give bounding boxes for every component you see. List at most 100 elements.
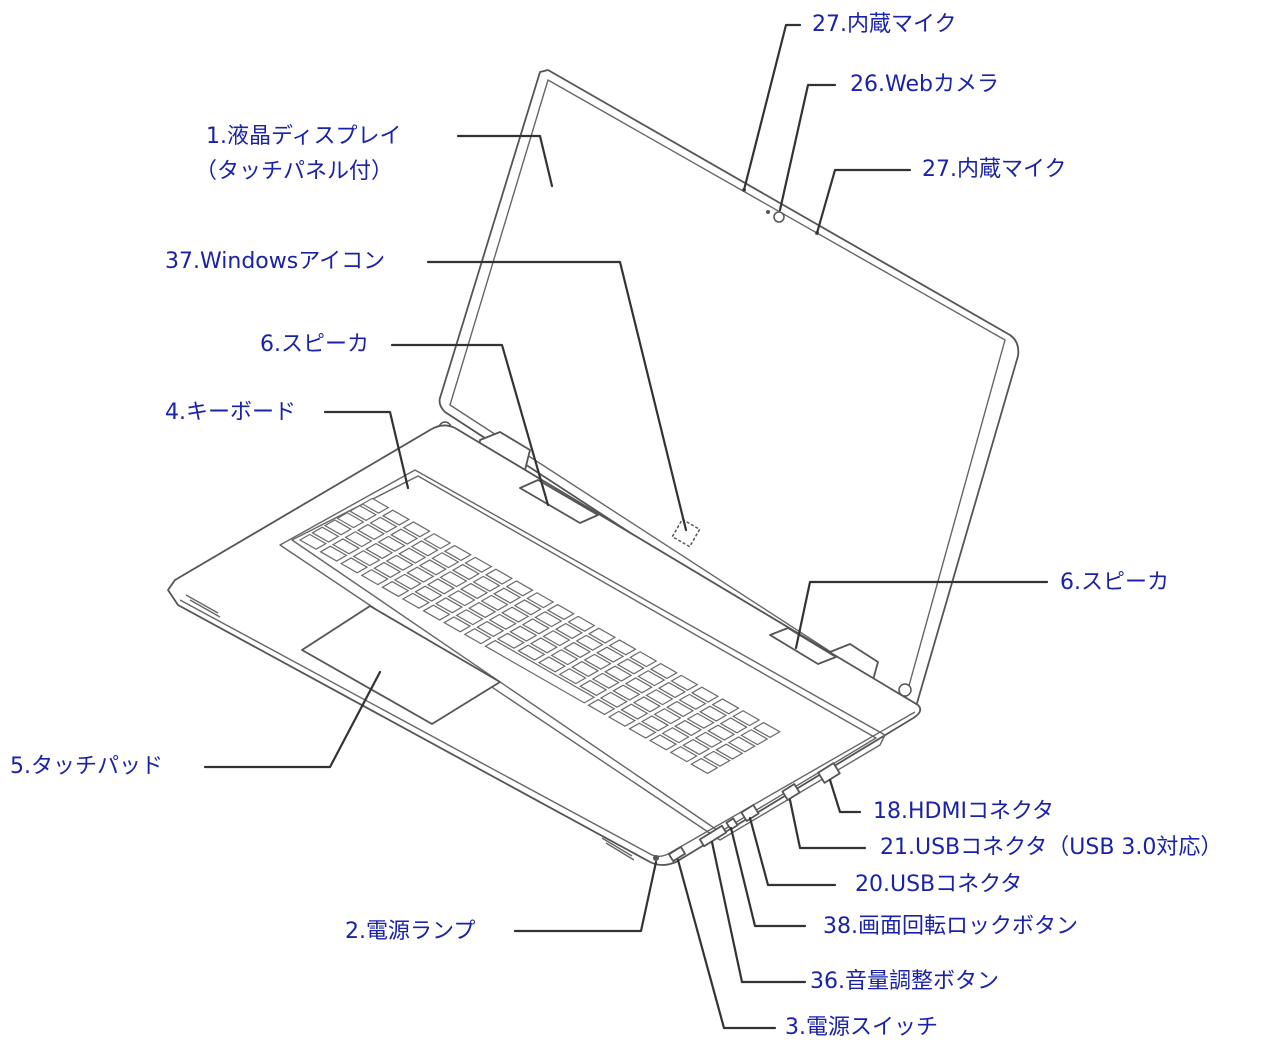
label-power-lamp: 2.電源ランプ: [345, 919, 476, 944]
keyboard-key: [534, 611, 563, 628]
keyboard-key: [467, 601, 497, 619]
keyboard-key: [505, 580, 534, 597]
keyboard-key: [331, 538, 361, 555]
leader-speaker-right: [794, 580, 1049, 650]
label-lcd-line1: 1.液晶ディスプレイ: [206, 124, 402, 149]
keyboard-key: [670, 674, 699, 691]
keyboard-key: [640, 715, 670, 732]
keyboard-key: [554, 622, 584, 640]
keyboard-key: [410, 540, 439, 557]
leader-hdmi: [828, 778, 862, 814]
keyboard-key: [694, 731, 723, 748]
keyboard-key: [542, 630, 571, 647]
keyboard-key: [686, 712, 715, 729]
keyboard-key: [558, 668, 587, 685]
label-touchpad: 5.タッチパッド: [10, 754, 163, 779]
leader-power-switch: [676, 858, 777, 1030]
leader-webcam: [778, 83, 837, 212]
keyboard-key: [513, 599, 542, 616]
keyboard-key: [344, 531, 373, 548]
keyboard-key: [599, 691, 628, 708]
keyboard-key: [690, 757, 719, 775]
keyboard-key: [348, 504, 378, 522]
label-power-switch: 3.電源スイッチ: [785, 1015, 938, 1040]
keyboard-key: [719, 717, 748, 734]
keyboard-key: [356, 523, 386, 541]
touchpad: [301, 605, 501, 725]
keyboard-key: [373, 561, 402, 579]
keyboard-key: [732, 710, 761, 727]
keyboard-key: [484, 568, 514, 585]
keyboard-key: [434, 597, 464, 614]
keyboard-key: [463, 628, 492, 645]
keyboard-key: [682, 738, 711, 756]
keyboard-key: [385, 554, 414, 571]
side-ports: [653, 762, 841, 863]
keyboard-key: [591, 672, 620, 689]
keyboard-key: [624, 677, 653, 694]
keyboard-key: [464, 556, 493, 573]
label-usb: 20.USBコネクタ: [855, 872, 1023, 897]
label-volume: 36.音量調整ボタン: [810, 969, 999, 994]
keyboard-key: [653, 708, 682, 725]
keyboard-key: [648, 734, 678, 751]
leader-usb: [748, 816, 837, 887]
keyboard-key: [587, 698, 616, 716]
keyboard-key: [645, 689, 674, 706]
keyboard-key: [389, 528, 419, 545]
leader-windows-icon: [426, 260, 688, 532]
keyboard-key: [451, 563, 481, 581]
keyboard-key: [377, 535, 406, 552]
keyboard-key: [690, 686, 720, 703]
label-keyboard: 4.キーボード: [165, 400, 296, 425]
keyboard-key: [501, 606, 530, 623]
keyboard-key: [562, 641, 592, 659]
keyboard-key: [657, 681, 687, 699]
label-mic-left: 27.内蔵マイク: [812, 12, 957, 37]
keyboard-key: [381, 580, 410, 598]
keyboard-key: [472, 575, 501, 592]
keyboard-key: [364, 542, 394, 560]
keyboard-key: [361, 497, 390, 514]
windows-icon-mark: [671, 518, 701, 548]
leader-mic-left: [742, 23, 802, 192]
keyboard-key: [422, 604, 451, 621]
label-usb30: 21.USBコネクタ（USB 3.0対応）: [880, 835, 1223, 860]
keyboard-key: [311, 526, 340, 543]
keyboard-key: [752, 721, 781, 739]
keyboard-key: [632, 696, 662, 713]
keyboard-key: [426, 578, 456, 595]
keyboard-keys: [298, 497, 781, 775]
keyboard-key: [567, 615, 596, 632]
keyboard-key: [431, 552, 460, 569]
label-lcd-line2: （タッチパネル付）: [195, 159, 394, 184]
label-webcam: 26.Webカメラ: [850, 72, 999, 97]
keyboard-key: [418, 559, 447, 576]
label-mic-right: 27.内蔵マイク: [922, 157, 1067, 182]
keyboard-key: [604, 665, 633, 682]
leader-lines: [203, 23, 1049, 1030]
keyboard-spacebar: [484, 639, 596, 704]
webcam-dot: [766, 210, 770, 214]
keyboard-key: [575, 634, 604, 651]
keyboard-key: [711, 698, 740, 715]
keyboard-key: [398, 547, 427, 564]
keyboard-key: [414, 585, 443, 602]
keyboard-key: [459, 582, 489, 600]
keyboard-key: [423, 533, 452, 550]
leader-mic-right: [815, 168, 912, 235]
keyboard-key: [401, 592, 431, 609]
keyboard-key: [369, 516, 398, 533]
keyboard-key: [669, 746, 698, 763]
keyboard-key: [402, 521, 431, 538]
keyboard-key: [607, 710, 637, 727]
keyboard-key: [673, 719, 703, 737]
keyboard-key: [537, 656, 567, 673]
keyboard-key: [665, 700, 695, 718]
keyboard-key: [702, 750, 731, 767]
label-speaker-right: 6.スピーカ: [1060, 570, 1169, 595]
keyboard-key: [628, 722, 657, 739]
keyboard-key: [529, 637, 559, 654]
keyboard-key: [526, 592, 555, 609]
